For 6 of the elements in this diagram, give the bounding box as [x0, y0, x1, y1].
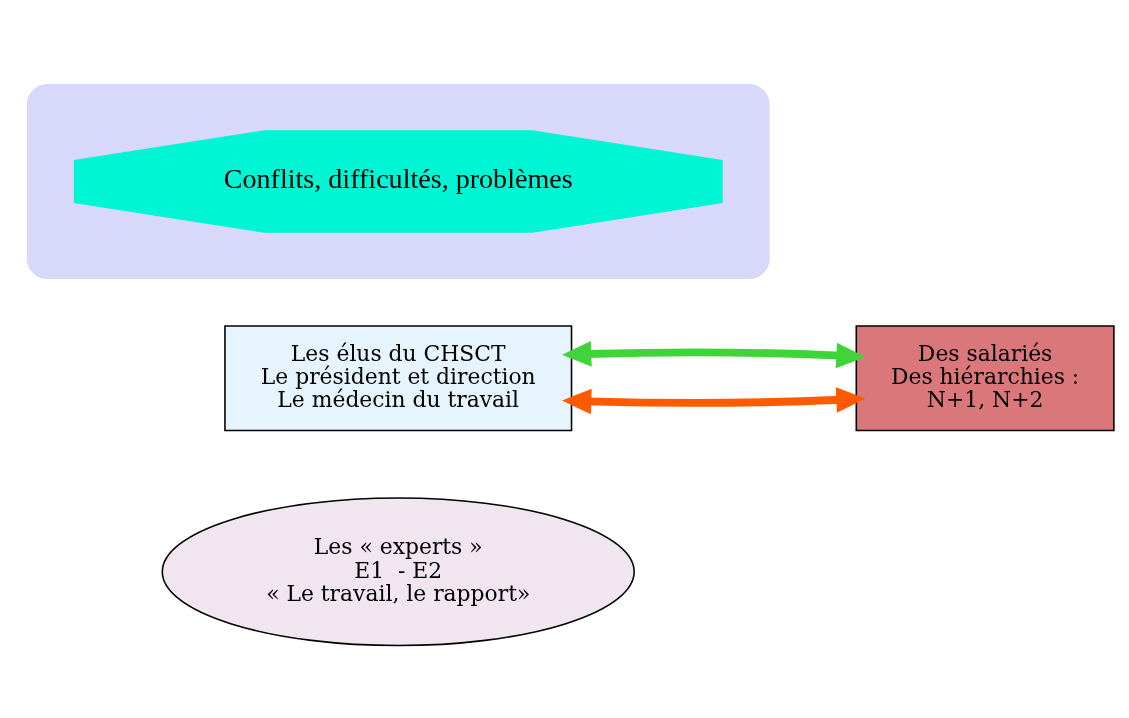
node-box: Les élus du CHSCT Le président et direction Le médecin du travail	[224, 325, 573, 432]
node-ellipse: Les « experts » E1 - E2 « Le travail, le rapport»	[161, 497, 635, 647]
arrow	[562, 341, 866, 369]
node-box: Des salariés Des hiérarchies : N+1, N+2	[855, 325, 1115, 432]
arrow	[562, 387, 866, 415]
cluster	[26, 83, 770, 280]
